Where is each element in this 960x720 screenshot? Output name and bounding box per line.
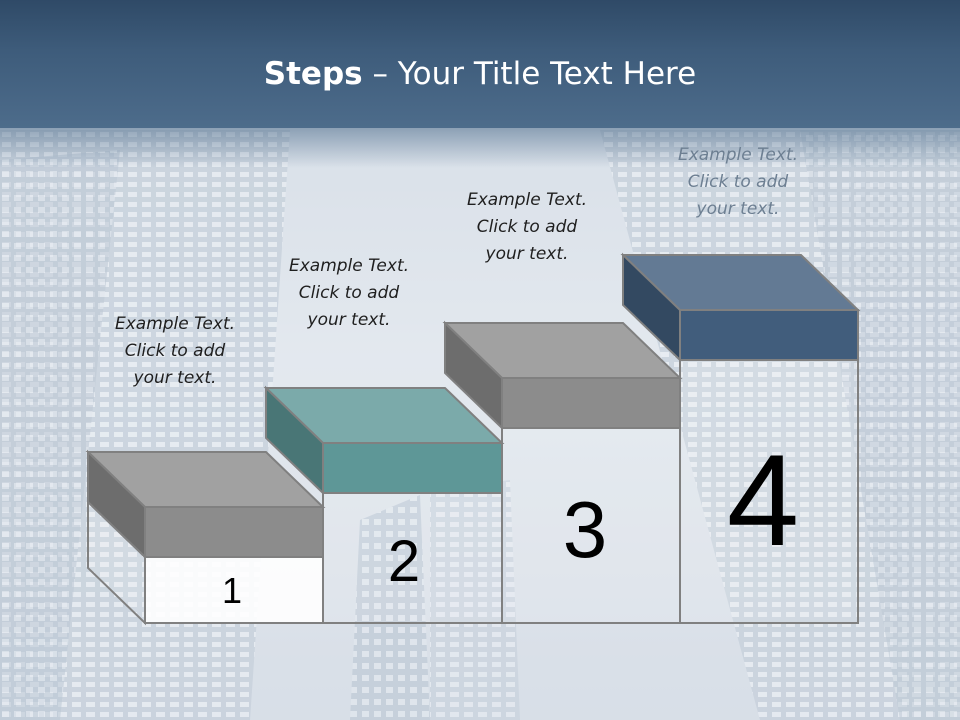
slide-title[interactable]: Steps – Your Title Text Here — [0, 52, 960, 96]
step-caption-line: Example Text. — [677, 145, 799, 165]
step-caption-2[interactable]: Example Text. Click to add your text. — [264, 253, 434, 334]
title-bar-fade — [0, 128, 960, 168]
step-caption-3[interactable]: Example Text. Click to add your text. — [442, 187, 612, 268]
step-caption-line: Click to add — [298, 283, 400, 303]
step-caption-line: Example Text. — [114, 314, 236, 334]
title-bar — [0, 0, 960, 128]
step-caption-line: your text. — [696, 199, 780, 219]
step-number-1: 1 — [221, 570, 243, 611]
step-number-4: 4 — [726, 427, 800, 573]
step-column-3 — [501, 427, 681, 624]
step-block-front-1 — [144, 506, 324, 558]
step-caption-line: Example Text. — [466, 190, 588, 210]
step-caption-line: your text. — [133, 368, 217, 388]
step-block-front-4 — [679, 309, 859, 361]
slide-title-rest: – Your Title Text Here — [362, 56, 697, 92]
step-caption-line: Example Text. — [288, 256, 410, 276]
step-caption-line: Click to add — [476, 217, 578, 237]
step-frames — [87, 359, 859, 626]
step-block-front-3 — [501, 377, 681, 429]
step-caption-1[interactable]: Example Text. Click to add your text. — [90, 311, 260, 392]
step-caption-line: Click to add — [687, 172, 789, 192]
step-column-4 — [679, 359, 859, 624]
step-caption-line: your text. — [485, 244, 569, 264]
step-caption-line: your text. — [307, 310, 391, 330]
step-number-2: 2 — [387, 529, 421, 594]
step-number-3: 3 — [562, 485, 608, 574]
slide-title-bold: Steps — [263, 56, 363, 92]
step-caption-line: Click to add — [124, 341, 226, 361]
step-caption-4[interactable]: Example Text. Click to add your text. — [653, 142, 823, 223]
step-block-front-2 — [322, 442, 503, 494]
step-blocks — [85, 252, 861, 560]
